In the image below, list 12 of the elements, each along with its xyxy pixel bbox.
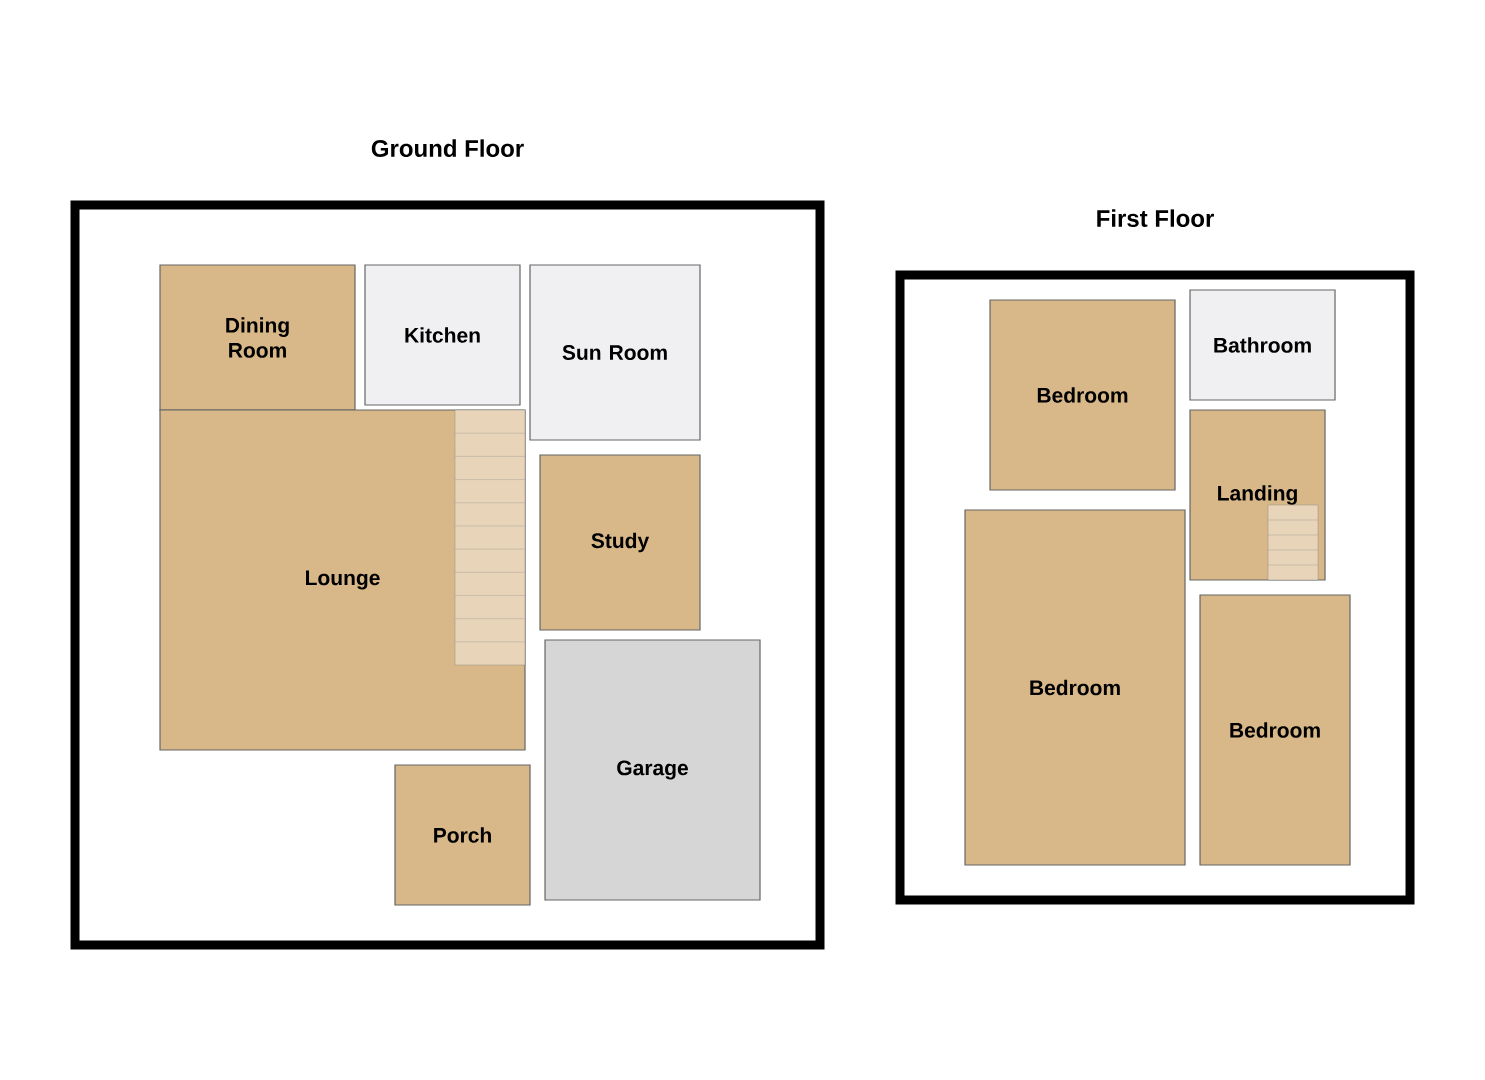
room: Bathroom [1189,289,1336,401]
room: Garage [544,639,761,901]
room: Study [539,454,701,631]
room: Bedroom [964,509,1186,866]
node-label: Ground Floor [371,139,524,157]
room: Sun Room [529,264,701,441]
room: Bedroom [1199,594,1351,866]
room: Porch [394,764,531,906]
room: Dining Room [159,264,356,411]
room: Kitchen [364,264,521,406]
room: Bedroom [989,299,1176,491]
node-label: First Floor [1097,209,1214,227]
